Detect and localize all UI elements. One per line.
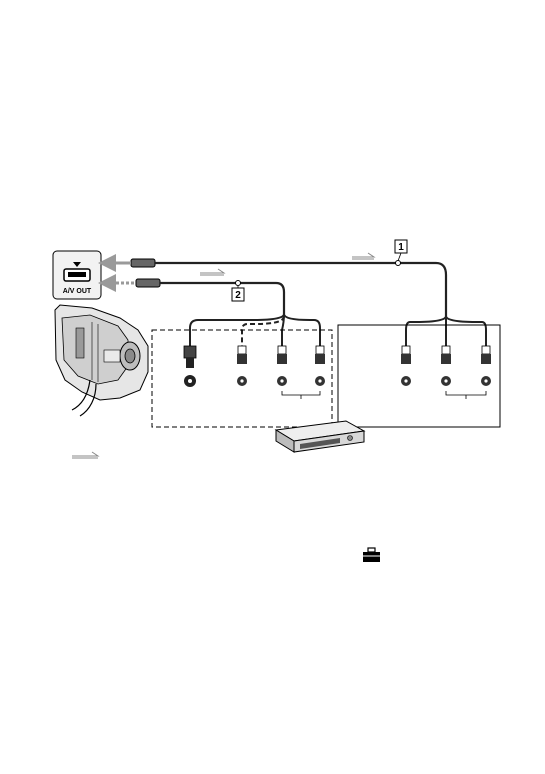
audio-pair-bracket [282,391,320,395]
signal-flow-arrow-icon [200,269,224,275]
jack-s-video [184,375,196,387]
audio-pair-bracket [446,391,486,395]
jack-audio-l [277,376,287,386]
cable-2-plug [136,279,160,287]
plug-audio-l [277,346,287,364]
cable-1 [131,259,486,346]
av-out-port-inner [68,272,86,277]
cable-1-plug [131,259,155,267]
jack-audio-r [481,376,491,386]
av-out-jack-panel: A/V OUT [53,251,101,299]
solid-device-frame [338,325,500,427]
callout-2: 2 [232,286,244,301]
plug-video [237,346,247,364]
jack-audio-l [441,376,451,386]
signal-flow-arrow-icon [72,452,98,458]
plug-video [401,346,411,364]
callout-1-number: 1 [398,242,404,253]
toolbox-icon [363,548,380,562]
vcr-icon [276,421,364,452]
av-out-label: A/V OUT [63,288,92,295]
camcorder-icon [55,305,148,416]
cable-2 [136,279,320,346]
jack-video [237,376,247,386]
plug-s-video [184,346,196,368]
plug-audio-r [481,346,491,364]
plug-audio-l [441,346,451,364]
signal-flow-arrow-icon [352,253,374,259]
plug-audio-r [315,346,325,364]
callout-1: 1 [395,240,407,261]
jack-video [401,376,411,386]
jack-audio-r [315,376,325,386]
callout-2-number: 2 [235,290,241,301]
